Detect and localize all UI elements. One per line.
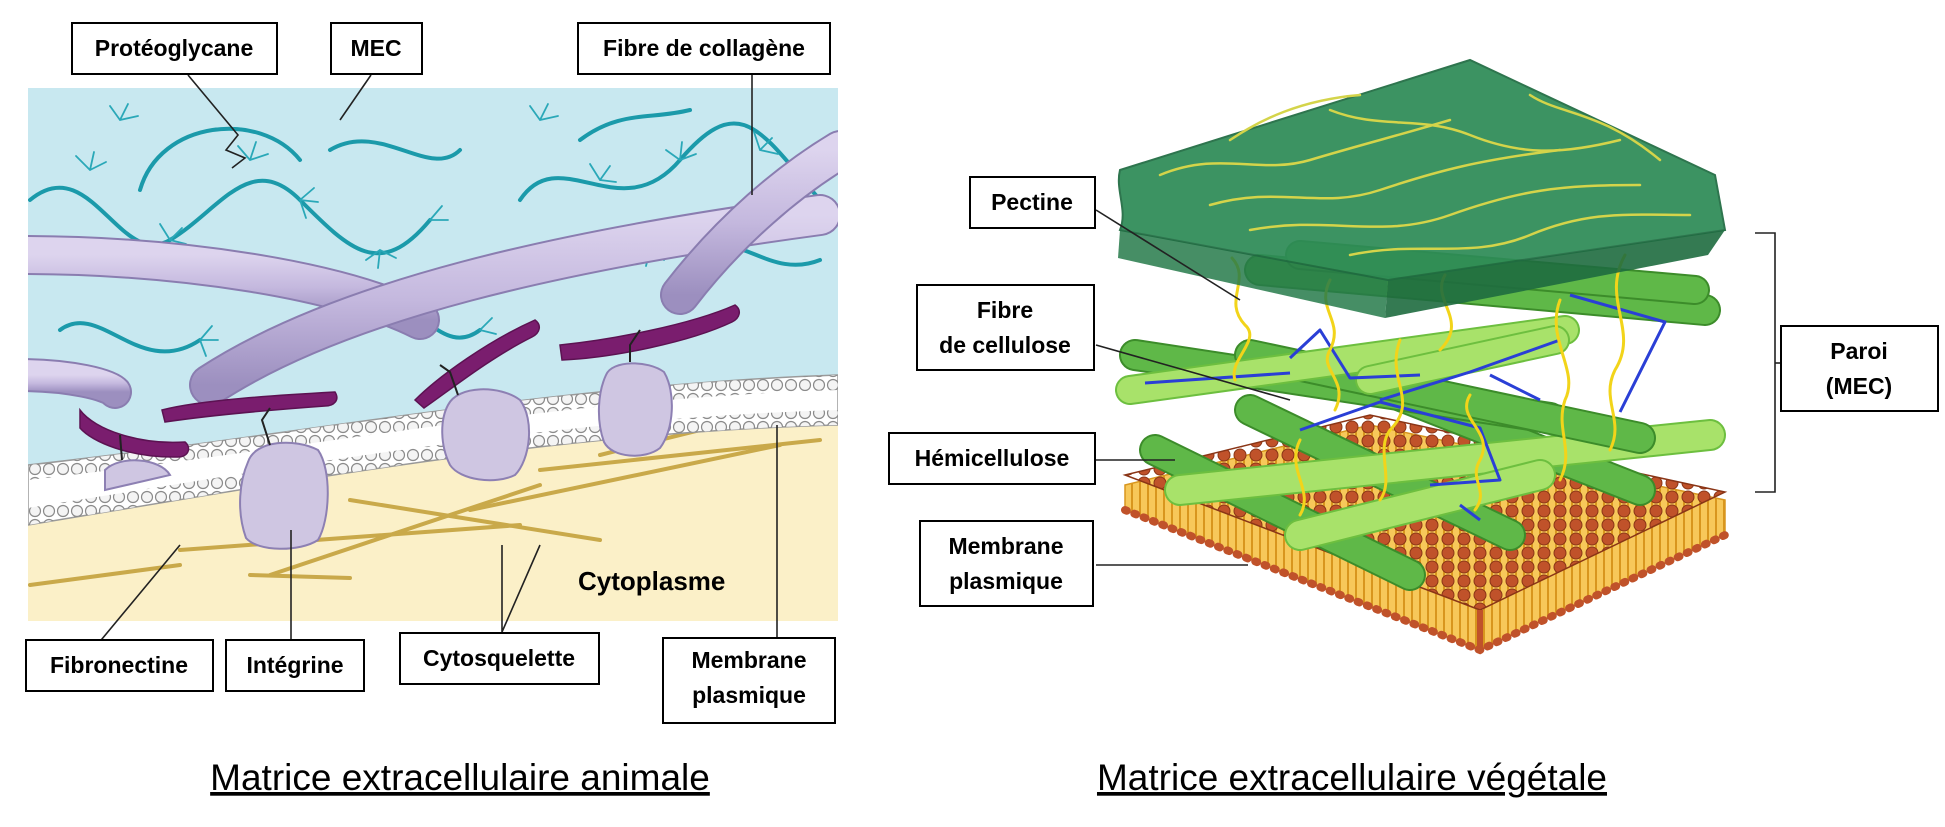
- svg-text:Pectine: Pectine: [991, 189, 1073, 215]
- pectin-sheet: [1117, 58, 1727, 318]
- svg-text:Fibre: Fibre: [977, 297, 1033, 323]
- label-membrane-plasmique-vegetal: Membrane plasmique: [919, 520, 1094, 607]
- label-hemicellulose: Hémicellulose: [888, 432, 1096, 485]
- label-cytoplasme: Cytoplasme: [578, 566, 725, 596]
- svg-text:plasmique: plasmique: [949, 568, 1063, 594]
- animal-leader-lines: [96, 74, 778, 655]
- label-fibre-collagene: Fibre de collagène: [577, 22, 831, 75]
- svg-text:Paroi: Paroi: [1830, 338, 1888, 364]
- label-proteoglycane: Protéoglycane: [71, 22, 278, 75]
- svg-text:Fibronectine: Fibronectine: [50, 652, 188, 678]
- svg-text:Cytosquelette: Cytosquelette: [423, 645, 575, 671]
- label-integrine: Intégrine: [225, 639, 365, 692]
- hemicellulose-strands: [1144, 293, 1667, 522]
- cytoskeleton-filaments: [28, 428, 822, 587]
- svg-text:Protéoglycane: Protéoglycane: [95, 35, 254, 61]
- label-paroi-mec: Paroi (MEC): [1780, 325, 1939, 412]
- label-cytosquelette: Cytosquelette: [399, 632, 600, 685]
- svg-text:(MEC): (MEC): [1826, 373, 1892, 399]
- label-pectine: Pectine: [969, 176, 1096, 229]
- svg-text:plasmique: plasmique: [692, 682, 806, 708]
- animal-ecm-illustration: [28, 88, 838, 621]
- svg-text:Intégrine: Intégrine: [246, 652, 343, 678]
- plant-leader-lines: [1095, 209, 1789, 566]
- svg-text:Fibre de collagène: Fibre de collagène: [603, 35, 805, 61]
- fibronectin-molecules: [79, 304, 740, 458]
- label-mec: MEC: [330, 22, 423, 75]
- integrin-anchor-lines: [119, 329, 641, 461]
- label-fibre-cellulose: Fibre de cellulose: [916, 284, 1095, 371]
- svg-text:Membrane: Membrane: [691, 647, 806, 673]
- title-animal: Matrice extracellulaire animale: [210, 757, 710, 798]
- pectin-sheet-fibres: [1158, 93, 1692, 257]
- svg-text:Membrane: Membrane: [948, 533, 1063, 559]
- plant-ecm-illustration: [1115, 58, 1729, 655]
- label-fibronectine: Fibronectine: [25, 639, 214, 692]
- svg-text:de cellulose: de cellulose: [939, 332, 1071, 358]
- svg-text:MEC: MEC: [350, 35, 401, 61]
- label-membrane-plasmique-animal: Membrane plasmique: [662, 637, 836, 724]
- collagen-fibres: [28, 130, 838, 409]
- svg-text:Hémicellulose: Hémicellulose: [915, 445, 1070, 471]
- integrin-proteins: [104, 362, 673, 550]
- title-vegetal: Matrice extracellulaire végétale: [1097, 757, 1607, 798]
